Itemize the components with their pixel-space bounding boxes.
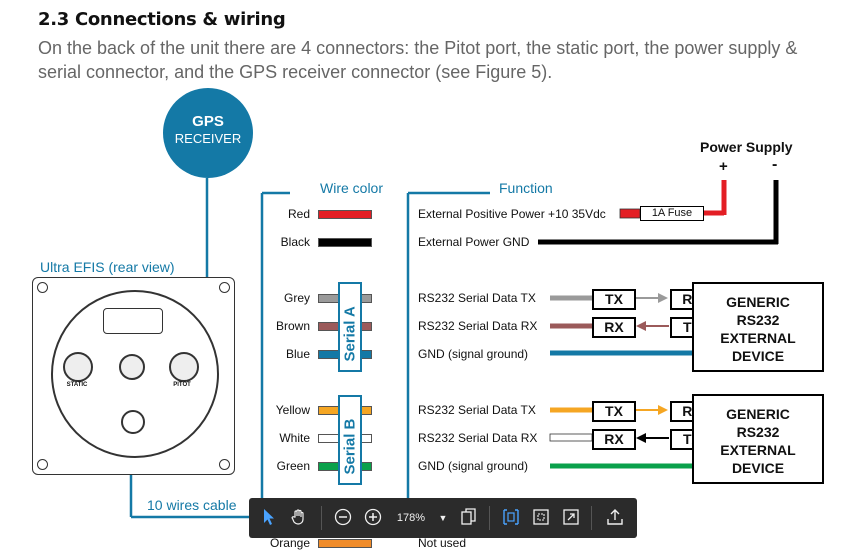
pitot-port-label: PITOT [173, 382, 191, 388]
function-header: Function [499, 180, 553, 196]
toolbar-divider [321, 506, 322, 530]
pitot-port-icon [169, 352, 199, 382]
db9-connector [103, 308, 163, 334]
wire-function: External Positive Power +10 35Vdc [418, 207, 606, 221]
fuse-box: 1A Fuse [640, 206, 704, 221]
wire-function: GND (signal ground) [418, 459, 529, 473]
screw-icon [37, 459, 48, 470]
rx-box: RX [592, 317, 636, 338]
intro-paragraph: On the back of the unit there are 4 conn… [38, 38, 798, 82]
cable-label: 10 wires cable [147, 497, 237, 513]
zoom-out-icon[interactable] [333, 508, 353, 528]
wire-name: Grey [283, 291, 310, 305]
viewer-toolbar: 178% ▼ [249, 498, 637, 538]
wire-name: Black [280, 235, 310, 249]
wire-swatch [318, 539, 372, 548]
wire-name: Blue [285, 347, 310, 361]
efis-label: Ultra EFIS (rear view) [40, 259, 175, 275]
zoom-level[interactable]: 178% [396, 512, 426, 524]
share-icon[interactable] [605, 508, 625, 528]
toolbar-divider [591, 506, 592, 530]
efis-case: STATIC PITOT [51, 290, 219, 458]
serial-b-label: Serial B [338, 395, 362, 485]
hand-tool-icon[interactable] [289, 508, 309, 528]
static-port-label: STATIC [66, 382, 88, 388]
page-view-icon[interactable] [459, 508, 479, 528]
screw-icon [37, 282, 48, 293]
select-cursor-icon[interactable] [259, 508, 279, 528]
fit-width-icon[interactable] [501, 508, 521, 528]
screw-icon [219, 459, 230, 470]
power-supply-label: Power Supply [700, 139, 793, 155]
wire-name: Green [276, 459, 310, 473]
gps-port-icon [119, 354, 145, 380]
power-minus: - [772, 156, 778, 173]
wire-function: RS232 Serial Data RX [418, 319, 538, 333]
tx-box: TX [592, 401, 636, 422]
wire-swatch [318, 210, 372, 219]
wire-name: Orange [269, 536, 310, 550]
wire-name: White [279, 431, 310, 445]
section-heading: 2.3 Connections & wiring [38, 9, 286, 30]
screw-icon [219, 282, 230, 293]
wire-function: Not used [418, 536, 467, 550]
wire-name: Brown [275, 319, 310, 333]
wire-function: External Power GND [418, 235, 530, 249]
wire-function: RS232 Serial Data TX [418, 403, 536, 417]
efis-rear-panel: STATIC PITOT [32, 277, 235, 475]
receiver-label: RECEIVER [174, 131, 242, 146]
cable-gland-icon [121, 410, 145, 434]
wire-color-header: Wire color [320, 180, 384, 196]
generic-device-a: GENERIC RS232 EXTERNAL DEVICE [692, 282, 824, 372]
toolbar-divider [489, 506, 490, 530]
wire-swatch [318, 238, 372, 247]
power-plus: + [719, 158, 728, 175]
zoom-in-icon[interactable] [363, 508, 383, 528]
wire-function: RS232 Serial Data RX [418, 431, 538, 445]
generic-device-b: GENERIC RS232 EXTERNAL DEVICE [692, 394, 824, 484]
wire-function: RS232 Serial Data TX [418, 291, 536, 305]
static-port-icon [63, 352, 93, 382]
tx-box: TX [592, 289, 636, 310]
fullscreen-icon[interactable] [561, 508, 581, 528]
fit-page-icon[interactable] [531, 508, 551, 528]
zoom-dropdown-icon[interactable]: ▼ [438, 513, 448, 523]
wire-name: Red [287, 207, 310, 221]
gps-receiver-badge: GPS RECEIVER [163, 88, 253, 178]
serial-a-label: Serial A [338, 282, 362, 372]
gps-label: GPS [192, 113, 224, 130]
wire-name: Yellow [275, 403, 310, 417]
rx-box: RX [592, 429, 636, 450]
wire-function: GND (signal ground) [418, 347, 529, 361]
